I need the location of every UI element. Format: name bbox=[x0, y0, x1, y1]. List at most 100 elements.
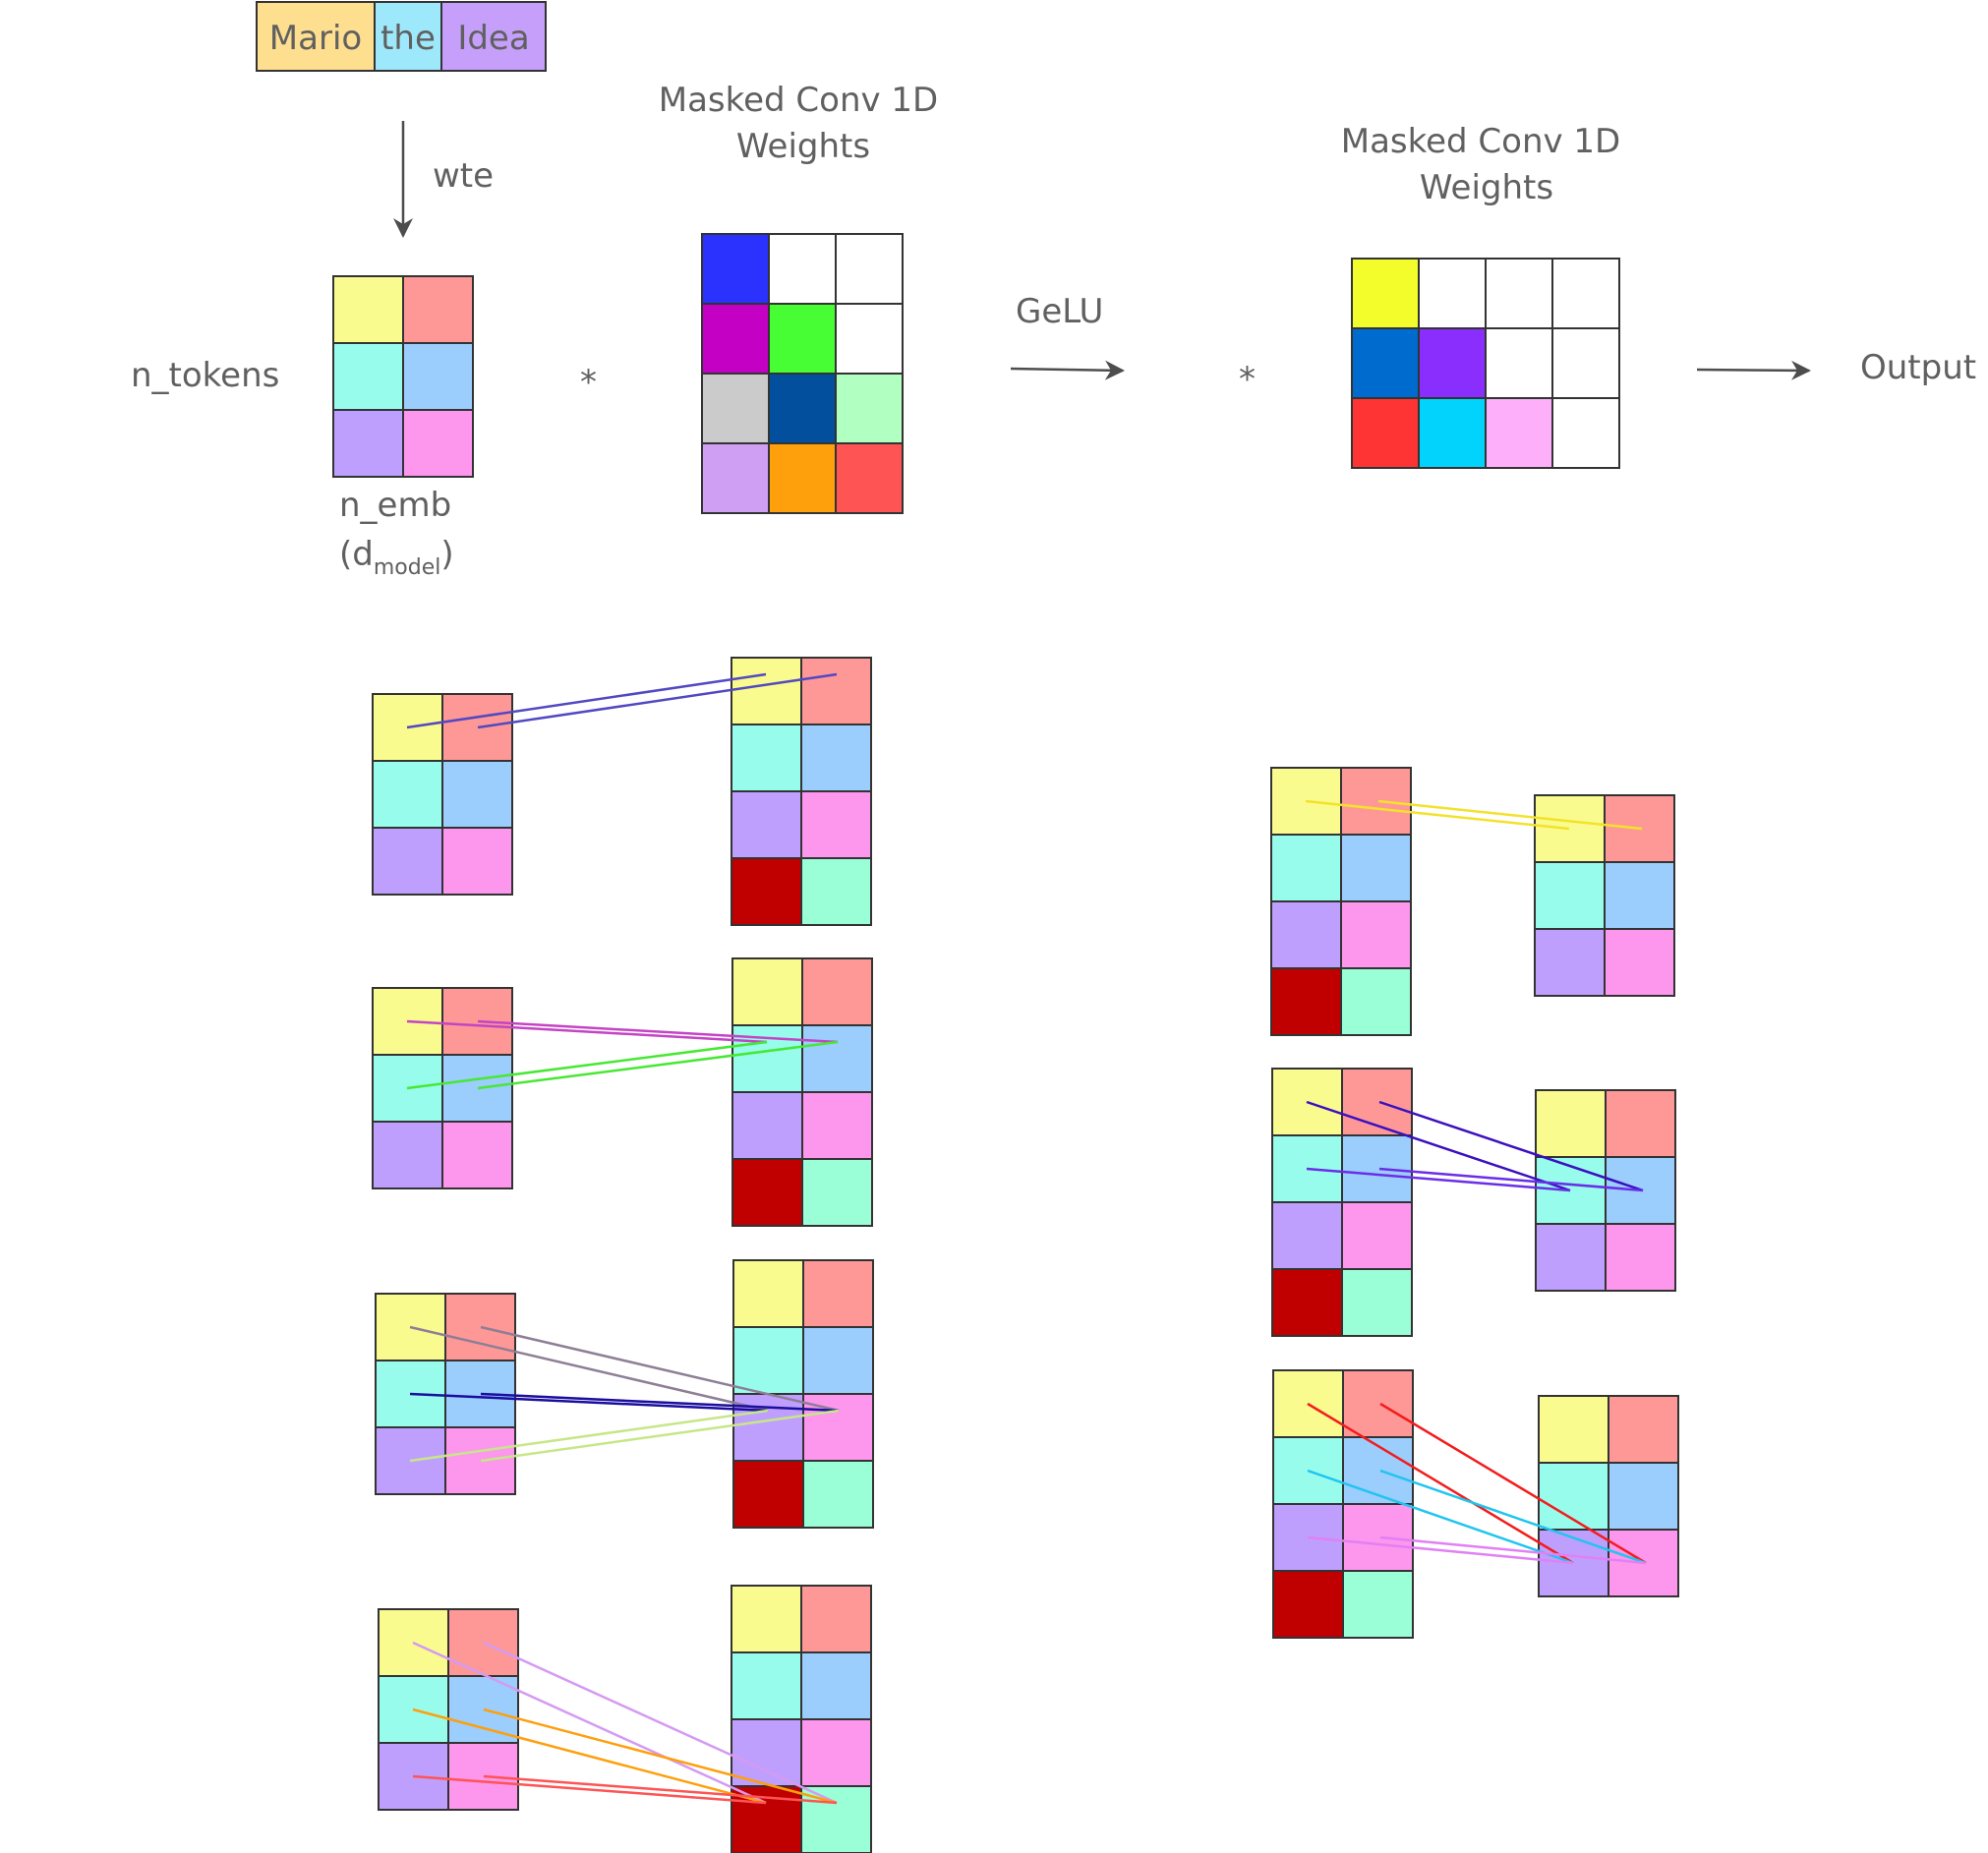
weights1-title-line2: Weights bbox=[736, 127, 870, 166]
r-step3-output-cell-0-0 bbox=[1538, 1395, 1609, 1464]
embedding-cell-0-1 bbox=[402, 275, 474, 344]
r-step3-link-1-b bbox=[1379, 1469, 1647, 1565]
token-box-0 bbox=[256, 1, 376, 72]
multiply-sign-1: * bbox=[580, 363, 597, 402]
step3-output-cell-3-0 bbox=[732, 1460, 804, 1529]
r-step2-output-cell-1-0 bbox=[1535, 1156, 1607, 1225]
step1-output-cell-1-1 bbox=[800, 724, 872, 792]
embedding-cell-1-0 bbox=[332, 342, 404, 411]
step4-input bbox=[378, 1608, 519, 1811]
second-conv-steps bbox=[1270, 767, 1679, 1639]
step3-output-cell-3-1 bbox=[802, 1460, 874, 1529]
step3-output-cell-0-0 bbox=[732, 1259, 804, 1328]
step2-output-cell-0-0 bbox=[731, 957, 803, 1026]
embedding-cell-0-0 bbox=[332, 275, 404, 344]
r-step1-link-0-b bbox=[1377, 799, 1643, 831]
r-step3-link-2-a bbox=[1307, 1535, 1574, 1565]
r-step3-link-0-b bbox=[1379, 1402, 1647, 1565]
step4-input-cell-2-1 bbox=[447, 1742, 519, 1811]
r-step3-output-cell-2-0 bbox=[1538, 1529, 1609, 1597]
step4-output-cell-2-1 bbox=[800, 1718, 872, 1787]
weights2-cell-2-1 bbox=[1418, 397, 1487, 469]
step3-input bbox=[375, 1293, 516, 1495]
weights2-cell-1-1 bbox=[1418, 327, 1487, 399]
step3-input-cell-0-1 bbox=[444, 1293, 516, 1361]
token-box-1 bbox=[374, 1, 442, 72]
r-step1-input-cell-2-1 bbox=[1340, 900, 1412, 969]
step3-link-1-a bbox=[409, 1392, 769, 1413]
step1-output-cell-2-0 bbox=[731, 790, 802, 859]
embedding-cell-2-0 bbox=[332, 409, 404, 478]
step4-link-0-b bbox=[483, 1641, 838, 1805]
r-step2-input-cell-2-0 bbox=[1271, 1201, 1343, 1270]
r-step1-input-cell-1-1 bbox=[1340, 834, 1412, 902]
embedding-cell-1-1 bbox=[402, 342, 474, 411]
weights1-cell-3-0 bbox=[701, 442, 770, 514]
output-arrow bbox=[1696, 360, 1811, 380]
r-step2-input bbox=[1271, 1068, 1413, 1337]
step2-input bbox=[372, 987, 513, 1189]
weights1-cell-1-0 bbox=[701, 303, 770, 375]
weights1-cell-2-0 bbox=[701, 373, 770, 444]
r-step1-input-cell-0-1 bbox=[1340, 767, 1412, 836]
step3-link-0-a bbox=[409, 1325, 769, 1413]
r-step2-link-0-a bbox=[1306, 1100, 1571, 1192]
step3-output bbox=[732, 1259, 874, 1529]
weights2-cell-1-2 bbox=[1485, 327, 1553, 399]
r-step1-output-cell-2-1 bbox=[1604, 928, 1675, 997]
r-step3-link-0-a bbox=[1307, 1402, 1574, 1565]
r-step2-input-cell-3-0 bbox=[1271, 1268, 1343, 1337]
step4-output-cell-0-0 bbox=[731, 1585, 802, 1653]
weights1-cell-2-2 bbox=[835, 373, 904, 444]
step2-output-cell-0-1 bbox=[801, 957, 873, 1026]
step2-link-1-b bbox=[477, 1040, 839, 1090]
r-step3-output bbox=[1538, 1395, 1679, 1597]
step3-output-cell-1-1 bbox=[802, 1326, 874, 1395]
weights2-cell-2-2 bbox=[1485, 397, 1553, 469]
r-step1-input-cell-2-0 bbox=[1270, 900, 1342, 969]
r-step1-input bbox=[1270, 767, 1412, 1036]
r-step1-output-cell-1-1 bbox=[1604, 861, 1675, 930]
step3-input-cell-2-1 bbox=[444, 1426, 516, 1495]
r-step2-input-cell-3-1 bbox=[1341, 1268, 1413, 1337]
weights1-cell-3-1 bbox=[768, 442, 837, 514]
step2-link-0-a bbox=[406, 1019, 768, 1044]
step3-link-0-b bbox=[480, 1325, 840, 1413]
r-step2-link-1-a bbox=[1306, 1167, 1571, 1192]
step4-output-cell-1-1 bbox=[800, 1651, 872, 1720]
second-conv-step-2 bbox=[1271, 1068, 1676, 1337]
gelu-label: GeLU bbox=[1016, 292, 1103, 331]
step3-output-cell-0-1 bbox=[802, 1259, 874, 1328]
r-step3-input-cell-1-1 bbox=[1342, 1436, 1414, 1505]
step1-input-cell-0-1 bbox=[441, 693, 513, 762]
step1-link-0-a bbox=[406, 672, 767, 729]
second-conv-step-3 bbox=[1272, 1369, 1679, 1639]
r-step3-output-cell-0-1 bbox=[1608, 1395, 1679, 1464]
step2-input-cell-1-1 bbox=[441, 1054, 513, 1123]
step2-input-cell-0-1 bbox=[441, 987, 513, 1056]
step1-output-cell-2-1 bbox=[800, 790, 872, 859]
gelu-arrow bbox=[1010, 360, 1125, 380]
step4-input-cell-2-0 bbox=[378, 1742, 449, 1811]
first-conv-step-1 bbox=[372, 657, 872, 926]
first-conv-step-2 bbox=[372, 957, 873, 1227]
step1-output bbox=[731, 657, 872, 926]
step1-input-cell-1-0 bbox=[372, 760, 443, 829]
r-step1-output-cell-1-0 bbox=[1534, 861, 1606, 930]
multiply-sign-2: * bbox=[1239, 360, 1256, 399]
weights2-cell-1-0 bbox=[1351, 327, 1420, 399]
weights2-cell-1-3 bbox=[1551, 327, 1620, 399]
step1-output-cell-0-0 bbox=[731, 657, 802, 725]
step2-link-0-b bbox=[477, 1019, 839, 1044]
step1-link-0-b bbox=[477, 672, 838, 729]
weights1-cell-0-1 bbox=[768, 233, 837, 305]
r-step3-input-cell-0-1 bbox=[1342, 1369, 1414, 1438]
weights1-cell-0-0 bbox=[701, 233, 770, 305]
token-text-2: Idea bbox=[457, 19, 529, 58]
step3-link-1-b bbox=[480, 1392, 840, 1413]
weights2-title-line1: Masked Conv 1D bbox=[1341, 122, 1621, 161]
step4-input-cell-1-1 bbox=[447, 1675, 519, 1744]
r-step3-output-cell-1-1 bbox=[1608, 1462, 1679, 1531]
weights1 bbox=[701, 233, 904, 514]
